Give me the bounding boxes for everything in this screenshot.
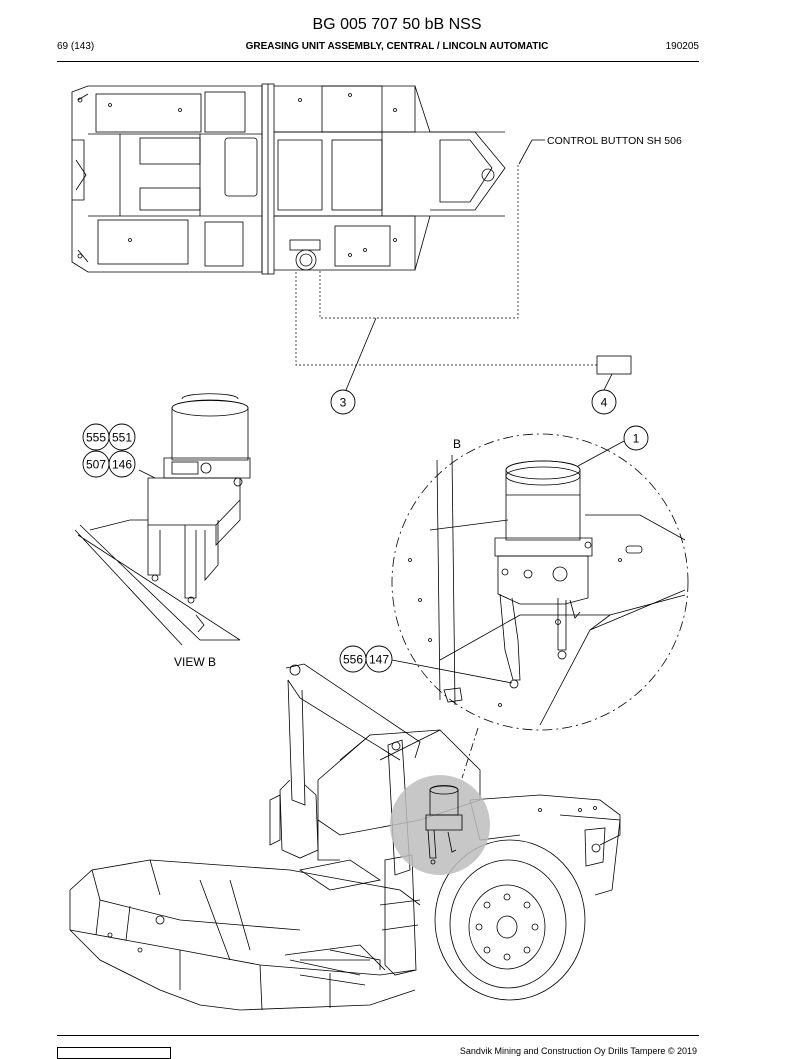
callout-551: 551 [112, 431, 132, 445]
footer-copyright: Sandvik Mining and Construction Oy Drill… [459, 1046, 697, 1056]
wiring-routes [295, 165, 598, 366]
view-b-drawing [74, 393, 251, 646]
callout-circle-146 [108, 450, 136, 478]
callout-circle-3 [330, 389, 356, 415]
callout-circle-1 [623, 425, 649, 451]
callout-4: 4 [601, 396, 608, 410]
callout-1: 1 [633, 432, 640, 446]
callout-circle-4 [591, 389, 617, 415]
control-button-label: CONTROL BUTTON SH 506 [547, 135, 682, 147]
highlighted-greasing-pump [425, 785, 463, 865]
callout-556: 556 [343, 653, 363, 667]
control-box [596, 355, 632, 375]
callout-146: 146 [112, 458, 132, 472]
detail-leader [461, 727, 479, 779]
footer-rule [57, 1035, 699, 1036]
callout-507: 507 [86, 458, 106, 472]
section-title: GREASING UNIT ASSEMBLY, CENTRAL / LINCOL… [245, 41, 549, 52]
detail-b-label: B [453, 437, 461, 451]
callout-circle-147 [365, 645, 393, 673]
callout-147: 147 [369, 653, 389, 667]
date-code: 190205 [665, 41, 699, 52]
callout-3: 3 [340, 396, 347, 410]
header-rule [57, 61, 699, 62]
callout-555: 555 [86, 431, 106, 445]
page-number: 69 (143) [57, 41, 95, 52]
leader-lines [138, 139, 625, 684]
company-logo [57, 1047, 171, 1059]
view-b-label: VIEW B [174, 655, 216, 669]
chassis-top-view [71, 83, 506, 275]
callout-circle-551 [108, 423, 136, 451]
detail-b-drawing [408, 454, 686, 726]
document-id-title: BG 005 707 50 bB NSS [312, 16, 482, 33]
machine-isometric-view [69, 663, 621, 1011]
highlight-circle [390, 775, 490, 875]
detail-b-circle [391, 433, 689, 731]
